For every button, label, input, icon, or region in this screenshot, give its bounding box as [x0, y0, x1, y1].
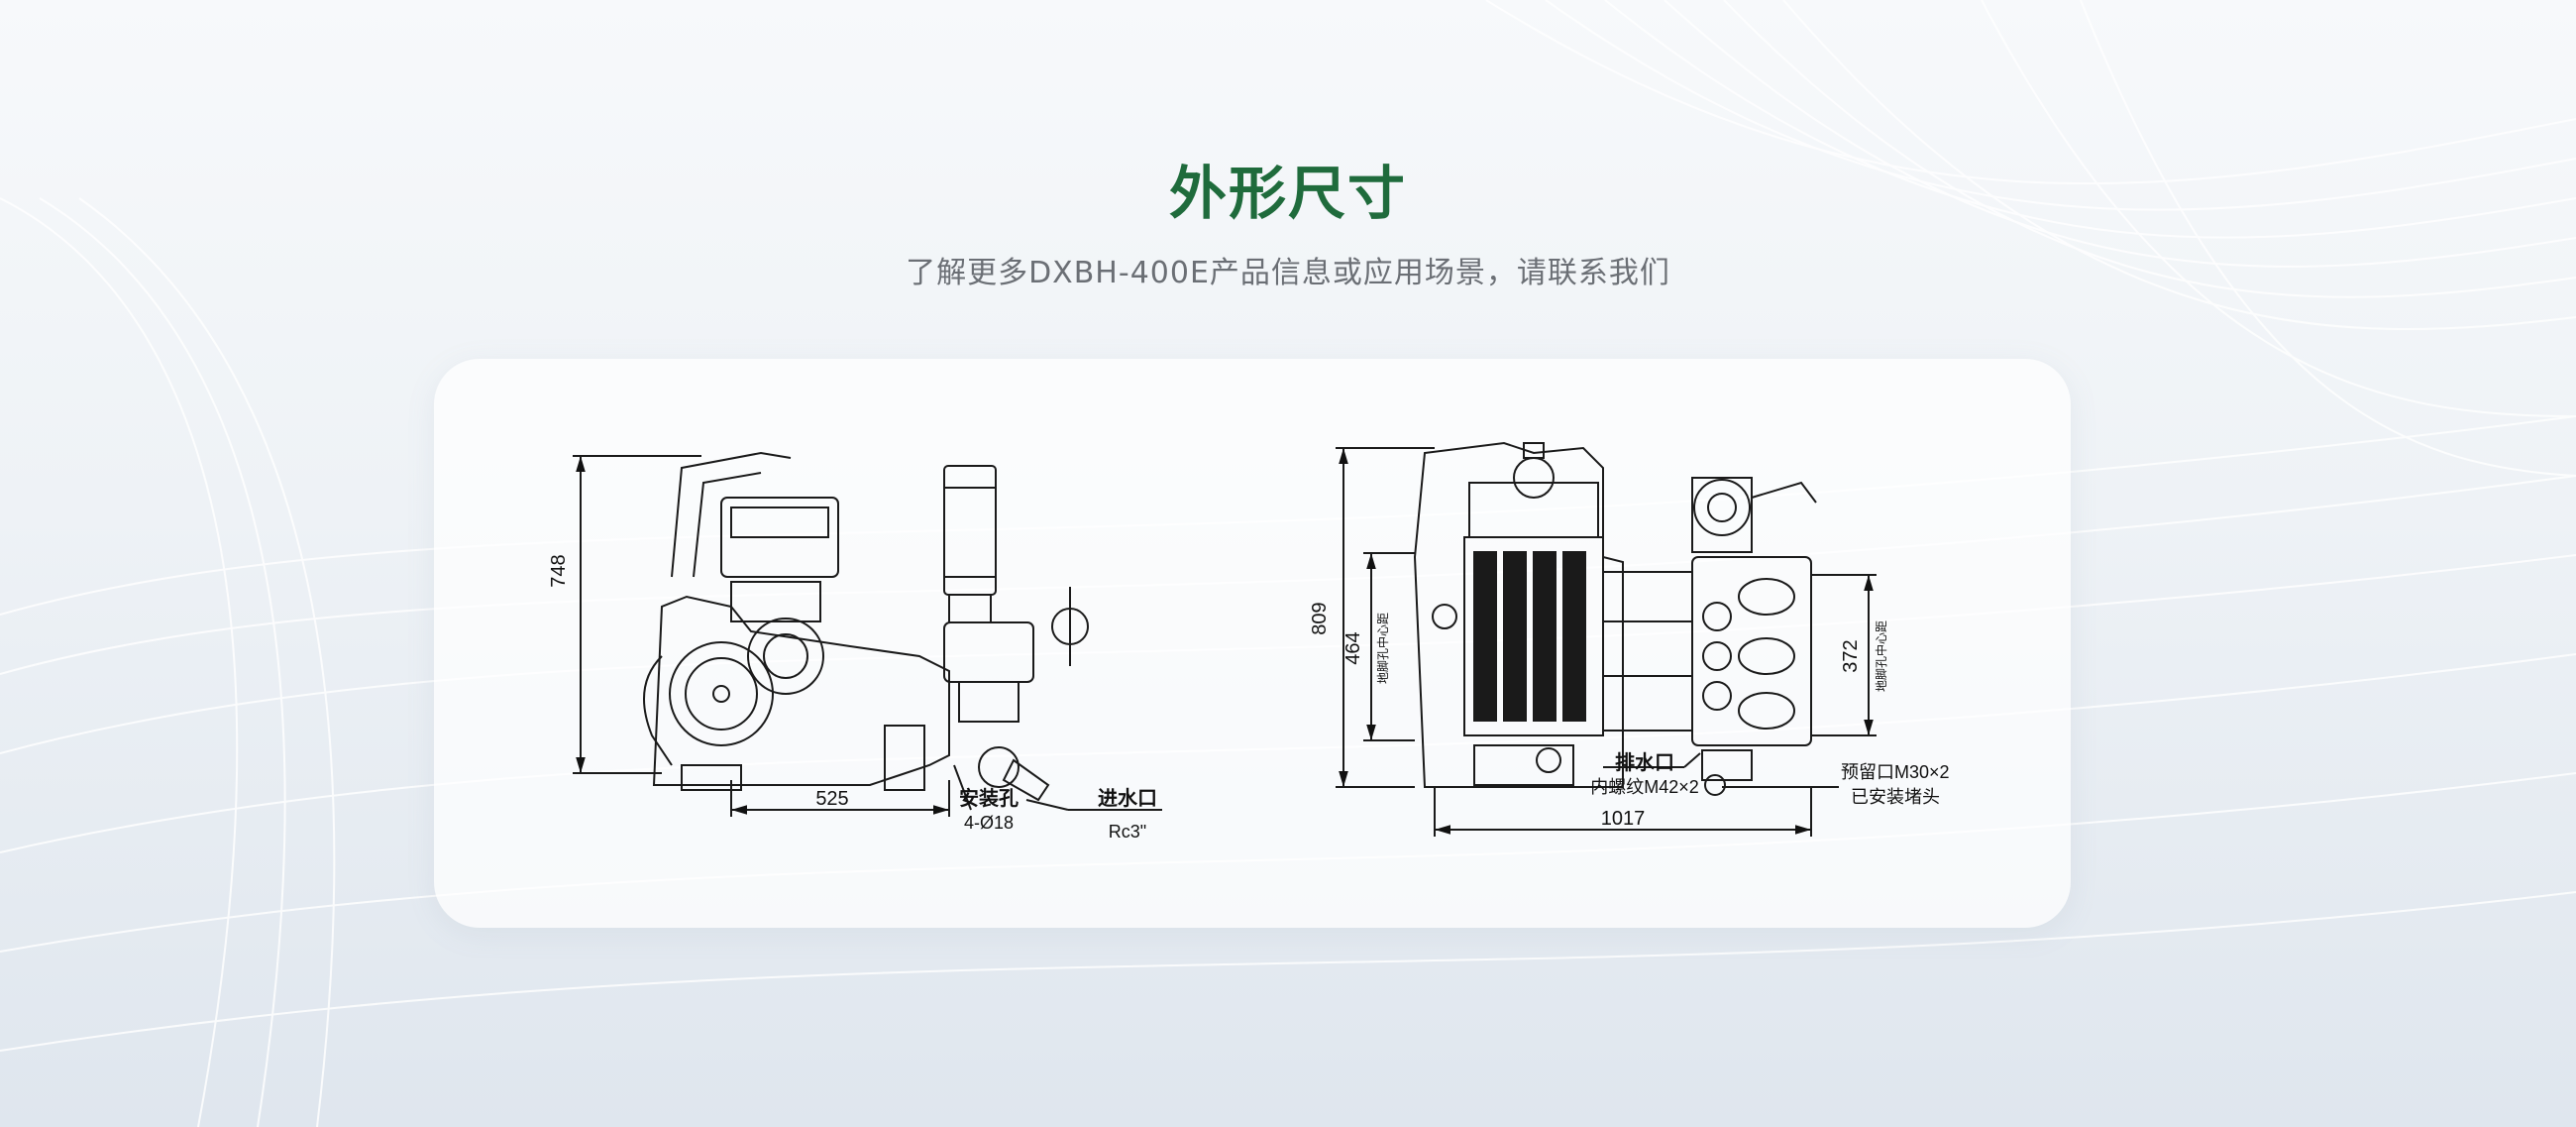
- top-view-drawing: [1336, 441, 1877, 837]
- page-title: 外形尺寸: [1168, 160, 1407, 227]
- page-subtitle: 了解更多DXBH-400E产品信息或应用场景，请联系我们: [906, 256, 1670, 290]
- dimension-drawing: 748 525 安装孔 4-Ø18 进水口 Rc3": [548, 441, 1950, 842]
- inlet-value: Rc3": [1109, 822, 1146, 842]
- side-view-drawing: [573, 451, 1162, 817]
- right-center-dim: 372: [1840, 639, 1862, 672]
- side-length-dim: 525: [815, 788, 848, 810]
- inlet-label: 进水口: [1098, 787, 1157, 810]
- dimension-card: 748 525 安装孔 4-Ø18 进水口 Rc3": [434, 359, 2071, 928]
- right-center-label: 地脚孔中心距: [1874, 620, 1888, 692]
- outlet-label: 排水口: [1615, 750, 1674, 774]
- top-height-dim: 809: [1309, 602, 1331, 634]
- side-height-dim: 748: [548, 554, 570, 587]
- mount-holes-value: 4-Ø18: [964, 813, 1014, 833]
- mount-holes-label: 安装孔: [959, 786, 1019, 810]
- outlet-value: 内螺纹M42×2: [1590, 777, 1699, 797]
- reserved-label: 预留口M30×2: [1841, 762, 1950, 782]
- left-center-dim: 464: [1342, 631, 1364, 664]
- top-width-dim: 1017: [1601, 808, 1646, 830]
- reserved-value: 已安装堵头: [1851, 787, 1940, 807]
- left-center-label: 地脚孔中心距: [1375, 613, 1390, 684]
